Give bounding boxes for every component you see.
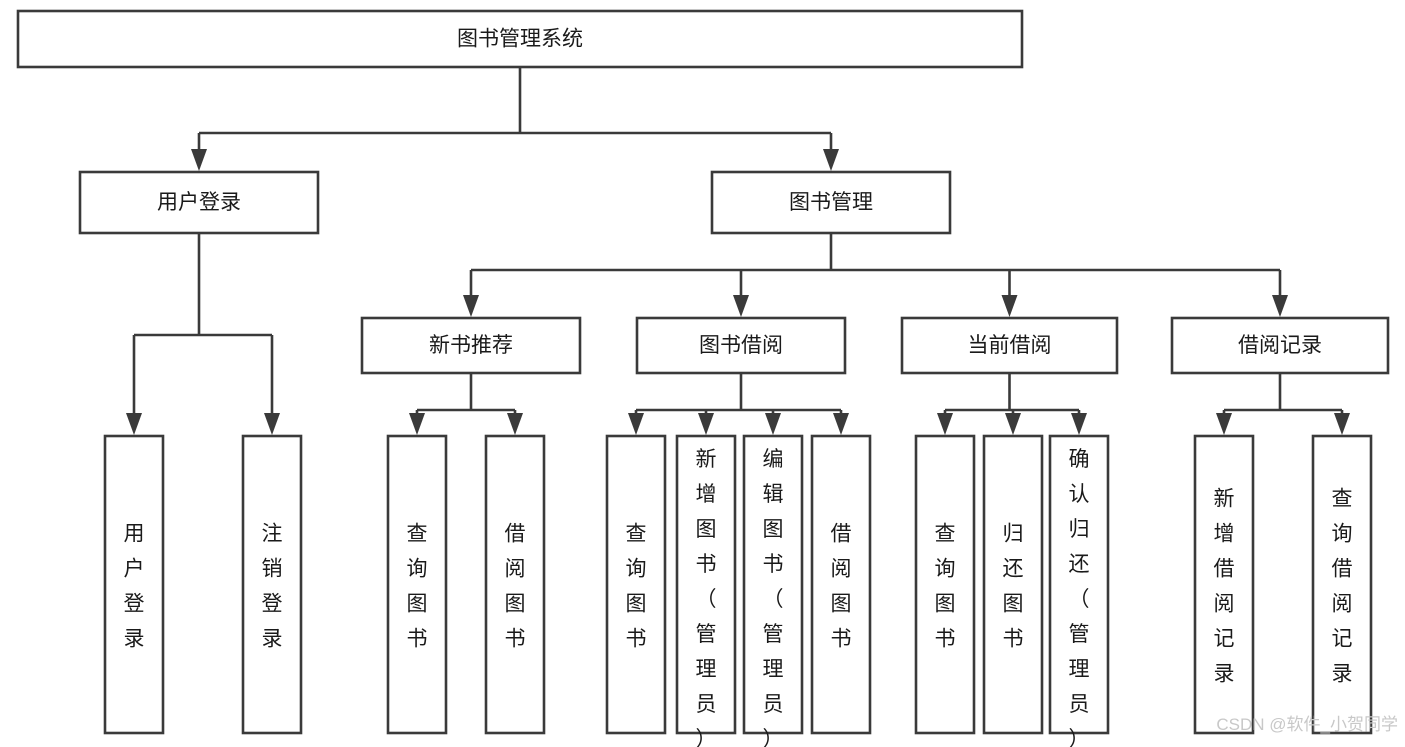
node-label-root: 图书管理系统 bbox=[457, 28, 583, 51]
node-leaf-return-book[interactable]: 归还图书 bbox=[982, 434, 1044, 735]
node-box-leaf-return-book[interactable] bbox=[982, 434, 1044, 735]
node-label-leaf-logout: 注销登录 bbox=[262, 523, 283, 651]
connector-group-book-borrow bbox=[628, 373, 849, 435]
connector-group-current-borrow bbox=[937, 373, 1087, 435]
node-label-leaf-add-book: 新增图书（管理员） bbox=[696, 448, 717, 747]
arrow-head-icon bbox=[1001, 295, 1018, 317]
node-box-leaf-logout[interactable] bbox=[241, 434, 303, 735]
node-leaf-query-record[interactable]: 查询借阅记录 bbox=[1311, 434, 1373, 735]
nodes-layer: 图书管理系统用户登录图书管理新书推荐图书借阅当前借阅借阅记录用户登录注销登录查询… bbox=[16, 9, 1390, 747]
arrow-head-icon bbox=[628, 413, 644, 435]
arrow-head-icon bbox=[409, 413, 425, 435]
node-box-leaf-query-record[interactable] bbox=[1311, 434, 1373, 735]
node-label-leaf-borrow-book-1: 借阅图书 bbox=[505, 523, 526, 651]
node-box-user-login[interactable] bbox=[78, 170, 320, 235]
node-box-borrow-record[interactable] bbox=[1170, 316, 1390, 375]
csdn-watermark: CSDN @软件_小贺同学 bbox=[1216, 715, 1398, 734]
arrow-head-icon bbox=[1005, 413, 1021, 435]
node-label-current-borrow: 当前借阅 bbox=[968, 334, 1052, 357]
node-user-login[interactable]: 用户登录 bbox=[78, 170, 320, 235]
node-leaf-add-book[interactable]: 新增图书（管理员） bbox=[675, 434, 737, 747]
arrow-head-icon bbox=[463, 295, 479, 317]
node-label-user-login: 用户登录 bbox=[157, 191, 241, 214]
node-leaf-query-book-2[interactable]: 查询图书 bbox=[605, 434, 667, 735]
node-box-new-book-rec[interactable] bbox=[360, 316, 582, 375]
node-label-leaf-borrow-book-2: 借阅图书 bbox=[831, 523, 852, 651]
node-box-leaf-borrow-book-1[interactable] bbox=[484, 434, 546, 735]
arrow-head-icon bbox=[126, 413, 142, 435]
node-label-book-manage: 图书管理 bbox=[789, 191, 873, 214]
node-label-borrow-record: 借阅记录 bbox=[1238, 334, 1322, 357]
node-label-leaf-query-book-3: 查询图书 bbox=[935, 523, 956, 651]
connector-group-new-book-rec bbox=[409, 373, 523, 435]
node-box-leaf-confirm-return[interactable] bbox=[1048, 434, 1110, 735]
node-label-leaf-add-record: 新增借阅记录 bbox=[1214, 488, 1235, 686]
node-leaf-query-book-3[interactable]: 查询图书 bbox=[914, 434, 976, 735]
node-box-leaf-query-book-3[interactable] bbox=[914, 434, 976, 735]
node-box-book-borrow[interactable] bbox=[635, 316, 847, 375]
node-box-book-manage[interactable] bbox=[710, 170, 952, 235]
connector-group-root bbox=[191, 67, 839, 171]
node-leaf-logout[interactable]: 注销登录 bbox=[241, 434, 303, 735]
node-leaf-confirm-return[interactable]: 确认归还（管理员） bbox=[1048, 434, 1110, 747]
node-label-leaf-confirm-return: 确认归还（管理员） bbox=[1069, 448, 1090, 747]
node-label-leaf-query-book-1: 查询图书 bbox=[407, 523, 428, 651]
node-box-leaf-add-record[interactable] bbox=[1193, 434, 1255, 735]
connector-group-book-manage bbox=[463, 233, 1288, 317]
node-label-leaf-query-record: 查询借阅记录 bbox=[1332, 488, 1353, 686]
node-leaf-add-record[interactable]: 新增借阅记录 bbox=[1193, 434, 1255, 735]
node-label-leaf-return-book: 归还图书 bbox=[1003, 523, 1024, 651]
node-label-leaf-query-book-2: 查询图书 bbox=[626, 523, 647, 651]
node-leaf-borrow-book-2[interactable]: 借阅图书 bbox=[810, 434, 872, 735]
arrow-head-icon bbox=[264, 413, 280, 435]
node-box-current-borrow[interactable] bbox=[900, 316, 1119, 375]
arrow-head-icon bbox=[733, 295, 749, 317]
node-box-leaf-query-book-1[interactable] bbox=[386, 434, 448, 735]
node-borrow-record[interactable]: 借阅记录 bbox=[1170, 316, 1390, 375]
node-leaf-query-book-1[interactable]: 查询图书 bbox=[386, 434, 448, 735]
connectors-layer bbox=[126, 67, 1350, 435]
node-label-new-book-rec: 新书推荐 bbox=[429, 334, 513, 357]
node-label-leaf-user-login: 用户登录 bbox=[124, 523, 145, 651]
node-book-borrow[interactable]: 图书借阅 bbox=[635, 316, 847, 375]
node-current-borrow[interactable]: 当前借阅 bbox=[900, 316, 1119, 375]
arrow-head-icon bbox=[833, 413, 849, 435]
arrow-head-icon bbox=[698, 413, 714, 435]
node-label-leaf-edit-book: 编辑图书（管理员） bbox=[763, 448, 784, 747]
arrow-head-icon bbox=[1334, 413, 1350, 435]
connector-group-user-login bbox=[126, 233, 280, 435]
node-leaf-edit-book[interactable]: 编辑图书（管理员） bbox=[742, 434, 804, 747]
node-leaf-user-login[interactable]: 用户登录 bbox=[103, 434, 165, 735]
arrow-head-icon bbox=[823, 149, 839, 171]
node-box-leaf-edit-book[interactable] bbox=[742, 434, 804, 735]
node-root[interactable]: 图书管理系统 bbox=[16, 9, 1024, 69]
node-leaf-borrow-book-1[interactable]: 借阅图书 bbox=[484, 434, 546, 735]
arrow-head-icon bbox=[507, 413, 523, 435]
connector-group-borrow-record bbox=[1216, 373, 1350, 435]
arrow-head-icon bbox=[1071, 413, 1087, 435]
node-new-book-rec[interactable]: 新书推荐 bbox=[360, 316, 582, 375]
node-box-leaf-user-login[interactable] bbox=[103, 434, 165, 735]
arrow-head-icon bbox=[1272, 295, 1288, 317]
arrow-head-icon bbox=[1216, 413, 1232, 435]
node-label-book-borrow: 图书借阅 bbox=[699, 334, 783, 357]
arrow-head-icon bbox=[937, 413, 953, 435]
node-box-root[interactable] bbox=[16, 9, 1024, 69]
arrow-head-icon bbox=[191, 149, 207, 171]
arrow-head-icon bbox=[765, 413, 781, 435]
node-box-leaf-add-book[interactable] bbox=[675, 434, 737, 735]
node-box-leaf-query-book-2[interactable] bbox=[605, 434, 667, 735]
node-box-leaf-borrow-book-2[interactable] bbox=[810, 434, 872, 735]
node-book-manage[interactable]: 图书管理 bbox=[710, 170, 952, 235]
